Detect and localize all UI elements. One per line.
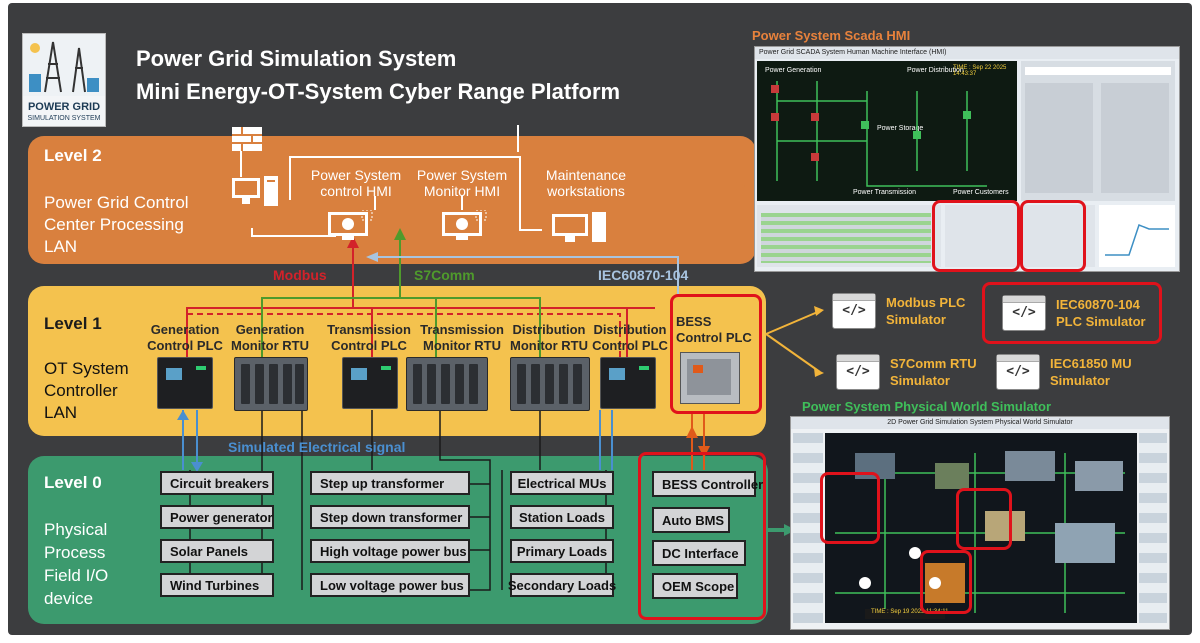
physical-simulator-screenshot: 2D Power Grid Simulation System Physical… [790, 416, 1170, 630]
logo-text-2: SIMULATION SYSTEM [27, 115, 101, 122]
workstation-icon [232, 176, 280, 208]
s7comm-label: S7Comm [414, 267, 475, 283]
physical-header: 2D Power Grid Simulation System Physical… [791, 417, 1169, 429]
device-label-dist-plc: Distribution Control PLC [592, 322, 668, 353]
scada-iec104-frame [1020, 200, 1086, 272]
field-box-electrical-mus: Electrical MUs [510, 471, 614, 495]
s7comm-simulator: </> S7Comm RTU Simulator [836, 354, 986, 390]
monitor-hmi-icon [440, 209, 488, 242]
iec61850-simulator-label: IEC61850 MU Simulator [1050, 356, 1132, 388]
iec61850-simulator: </> IEC61850 MU Simulator [996, 354, 1150, 390]
scada-section-distribution: Power Distribution [907, 67, 964, 74]
logo-text-1: POWER GRID [27, 101, 101, 113]
code-window-icon: </> [836, 354, 880, 390]
dist-control-plc [600, 357, 656, 409]
field-box-secondary-loads: Secondary Loads [508, 573, 616, 597]
device-label-trans-plc: Transmission Control PLC [327, 322, 411, 353]
code-window-icon: </> [832, 293, 876, 329]
field-box-oem-scope: OEM Scope [652, 573, 738, 599]
level1-title: Level 1 [44, 314, 102, 333]
dist-monitor-rtu [510, 357, 590, 411]
iec104-simulator-frame [982, 282, 1162, 344]
level2-desc: Power Grid Control Center Processing LAN [44, 193, 189, 256]
modbus-simulator-label: Modbus PLC Simulator [886, 295, 966, 327]
field-box-wind-turbines: Wind Turbines [160, 573, 274, 597]
field-box-dc-interface: DC Interface [652, 540, 746, 566]
field-box-power-generator: Power generator [160, 505, 274, 529]
scada-storage-frame [932, 200, 1020, 272]
physical-bess-frame-3 [920, 550, 972, 614]
field-box-step-down: Step down transformer [310, 505, 470, 529]
control-hmi-icon [326, 209, 374, 242]
level1-desc: OT System Controller LAN [44, 359, 129, 422]
scada-header: Power Grid SCADA System Human Machine In… [755, 47, 1179, 59]
electrical-signal-label: Simulated Electrical signal [228, 439, 406, 455]
code-window-icon: </> [1002, 295, 1046, 331]
physical-grid-lines [835, 451, 1125, 619]
page-title: Power Grid Simulation System [136, 46, 457, 71]
device-label-dist-rtu: Distribution Monitor RTU [510, 322, 588, 353]
iec104-simulator: </> IEC60870-104 PLC Simulator [1002, 295, 1166, 331]
iec104-simulator-label: IEC60870-104 PLC Simulator [1056, 297, 1146, 329]
bess-control-plc [680, 352, 740, 404]
physical-bess-frame-2 [956, 488, 1012, 550]
field-box-hv-bus: High voltage power bus [310, 539, 470, 563]
field-box-step-up: Step up transformer [310, 471, 470, 495]
device-label-trans-rtu: Transmission Monitor RTU [420, 322, 504, 353]
physical-bess-frame-1 [820, 472, 880, 544]
pylon-icon [23, 34, 105, 96]
scada-section-storage: Power Storage [877, 125, 924, 132]
code-window-icon: </> [996, 354, 1040, 390]
scada-hmi-screenshot: Power Grid SCADA System Human Machine In… [754, 46, 1180, 272]
scada-grid-lines [771, 81, 987, 187]
scada-title: Power System Scada HMI [752, 28, 911, 43]
monitor-hmi-label: Power System Monitor HMI [416, 167, 508, 199]
gen-monitor-rtu [234, 357, 308, 411]
scada-section-transmission: Power Transmission [853, 189, 917, 196]
level2-title: Level 2 [44, 146, 102, 165]
field-box-bess-controller: BESS Controller [652, 471, 763, 497]
field-box-lv-bus: Low voltage power bus [310, 573, 470, 597]
maintenance-workstation-icon [552, 212, 608, 244]
bess-field-frame [638, 452, 766, 620]
field-box-solar-panels: Solar Panels [160, 539, 274, 563]
level0-title: Level 0 [44, 473, 102, 492]
physical-time: TIME : Sep 19 2025 11:34:11 [871, 609, 949, 615]
page-subtitle: Mini Energy-OT-System Cyber Range Platfo… [136, 79, 621, 104]
s7comm-simulator-label: S7Comm RTU Simulator [890, 356, 977, 388]
scada-section-generation: Power Generation [765, 67, 822, 74]
field-box-primary-loads: Primary Loads [510, 539, 614, 563]
maintenance-label: Maintenance workstations [545, 167, 627, 199]
device-label-gen-rtu: Generation Monitor RTU [231, 322, 309, 353]
modbus-label: Modbus [273, 267, 327, 283]
field-box-auto-bms: Auto BMS [652, 507, 730, 533]
firewall-icon [232, 127, 262, 151]
control-hmi-label: Power System control HMI [310, 167, 402, 199]
bess-plc-frame [670, 294, 762, 414]
gen-control-plc [157, 357, 213, 409]
trans-control-plc [342, 357, 398, 409]
field-box-circuit-breakers: Circuit breakers [160, 471, 274, 495]
device-label-bess-plc: BESS Control PLC [676, 314, 752, 345]
scada-time: TIME : Sep 22 2025 14:43:37 [953, 65, 1007, 77]
modbus-simulator: </> Modbus PLC Simulator [832, 293, 968, 329]
device-label-gen-plc: Generation Control PLC [147, 322, 223, 353]
iec104-label: IEC60870-104 [598, 267, 689, 283]
level0-desc: Physical Process Field I/O device [44, 520, 109, 608]
trans-monitor-rtu [406, 357, 488, 411]
field-box-station-loads: Station Loads [510, 505, 614, 529]
power-grid-logo: POWER GRID SIMULATION SYSTEM [22, 33, 106, 127]
physical-title: Power System Physical World Simulator [802, 399, 1052, 414]
scada-section-customers: Power Customers [953, 189, 1009, 196]
